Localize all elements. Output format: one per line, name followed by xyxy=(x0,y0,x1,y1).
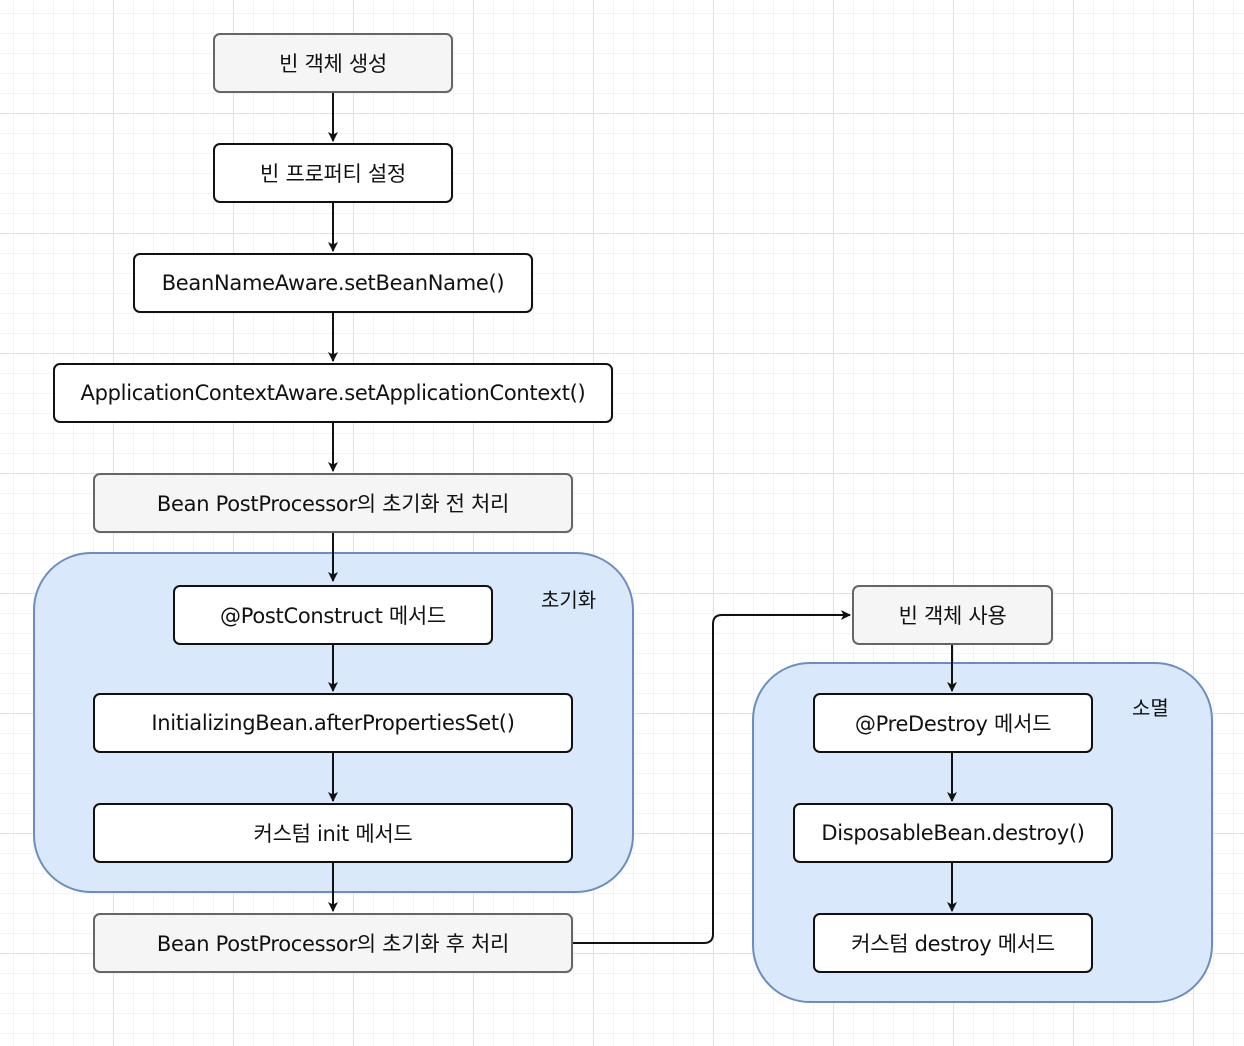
init-group-label: 초기화 xyxy=(541,588,597,612)
node-post-construct: @PostConstruct 메서드 xyxy=(173,585,493,645)
node-pre-destroy: @PreDestroy 메서드 xyxy=(813,693,1093,753)
node-create-bean: 빈 객체 생성 xyxy=(213,33,453,93)
edge-bppafter-to-use xyxy=(573,610,851,944)
node-bpp-before-init: Bean PostProcessor의 초기화 전 처리 xyxy=(93,473,573,533)
node-bpp-after-init: Bean PostProcessor의 초기화 후 처리 xyxy=(93,913,573,973)
node-bean-name-aware: BeanNameAware.setBeanName() xyxy=(133,253,533,313)
destroy-group-label: 소멸 xyxy=(1132,696,1169,720)
node-app-context-aware: ApplicationContextAware.setApplicationCo… xyxy=(53,363,613,423)
node-after-properties-set: InitializingBean.afterPropertiesSet() xyxy=(93,693,573,753)
node-custom-destroy: 커스텀 destroy 메서드 xyxy=(813,913,1093,973)
node-disposable-destroy: DisposableBean.destroy() xyxy=(793,803,1113,863)
node-use-bean: 빈 객체 사용 xyxy=(852,585,1053,645)
node-set-properties: 빈 프로퍼티 설정 xyxy=(213,143,453,203)
node-custom-init: 커스텀 init 메서드 xyxy=(93,803,573,863)
